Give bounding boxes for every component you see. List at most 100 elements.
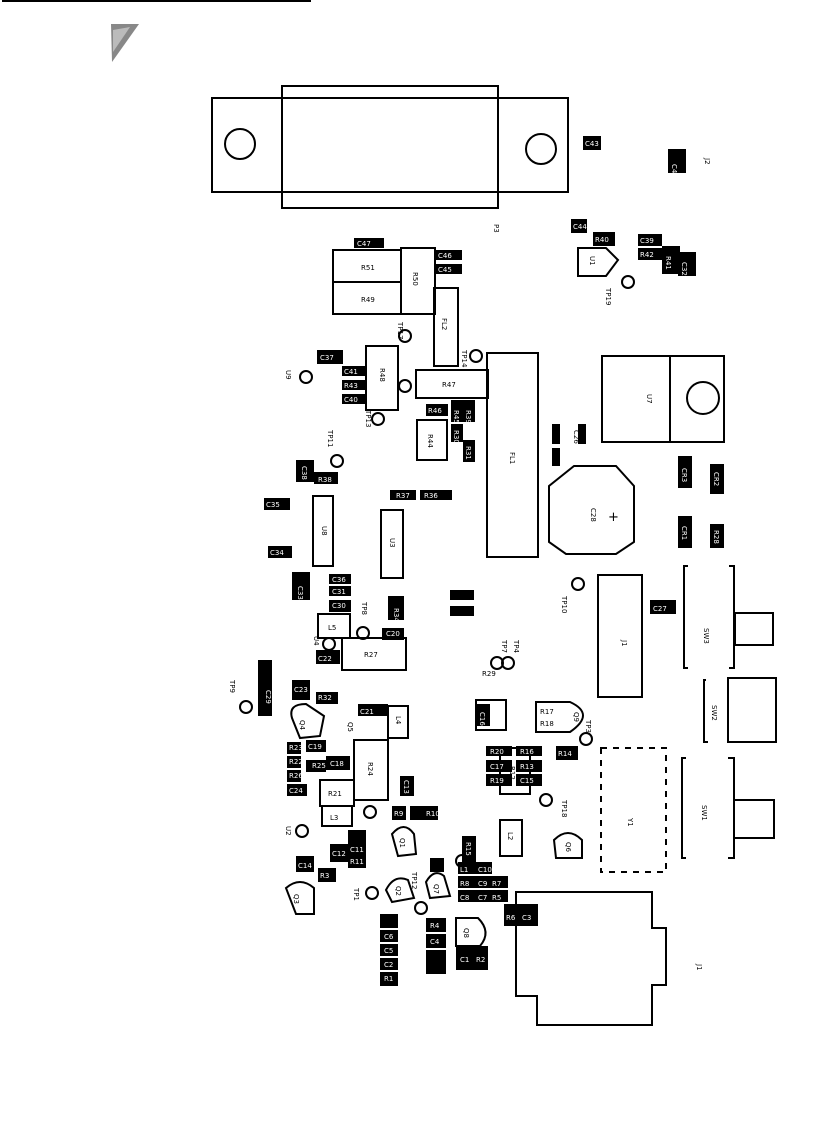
ic-u3 — [380, 509, 404, 579]
label-u2: U2 — [284, 826, 292, 836]
polarity-mark: + — [608, 510, 619, 525]
label-r3: R3 — [320, 872, 329, 880]
label-r44: R44 — [426, 434, 434, 448]
label-r16: R16 — [520, 748, 534, 756]
switch-sw3 — [683, 565, 774, 669]
label-j1: J1 — [695, 963, 703, 971]
test-points — [239, 275, 635, 915]
label-c22: C22 — [318, 655, 332, 663]
resistor-r24 — [353, 739, 389, 801]
label-q3: Q3 — [292, 894, 300, 904]
inductor-l5 — [317, 613, 351, 639]
label-c10: C10 — [478, 866, 492, 874]
label-c28: C28 — [589, 508, 597, 522]
label-r42: R42 — [640, 251, 654, 259]
ic-u7 — [601, 355, 725, 443]
label-c24: C24 — [289, 787, 303, 795]
label-c14: C14 — [298, 862, 312, 870]
label-l2: L2 — [506, 832, 514, 840]
label-u9: U9 — [284, 370, 292, 380]
label-c31: C31 — [332, 588, 346, 596]
label-r20: R20 — [490, 748, 504, 756]
label-c41: C41 — [344, 368, 358, 376]
label-r41: R41 — [664, 256, 672, 270]
label-r37: R37 — [396, 492, 410, 500]
label-r34: R34 — [392, 608, 400, 622]
label-c21: C21 — [360, 708, 374, 716]
label-c34: C34 — [270, 549, 284, 557]
label-c4: C4 — [430, 938, 440, 946]
label-q8: Q8 — [462, 928, 470, 938]
label-c1: C1 — [460, 956, 469, 964]
label-r6: R6 — [506, 914, 516, 922]
resistor-r44 — [416, 419, 448, 461]
ic-u8 — [312, 495, 334, 567]
label-r15: R15 — [464, 842, 472, 856]
transistor-q2 — [384, 877, 416, 904]
label-sw1: SW1 — [700, 805, 708, 821]
label-tp9: TP9 — [228, 679, 236, 693]
transistor-q3 — [284, 881, 315, 915]
label-c38: C38 — [300, 466, 308, 480]
label-c32: C32 — [680, 262, 688, 276]
label-u3: U3 — [388, 538, 396, 548]
label-r30: R30 — [452, 430, 460, 444]
label-sw3: SW3 — [702, 628, 710, 644]
resistor-r27 — [341, 637, 407, 671]
label-l1: L1 — [482, 712, 490, 720]
connector-p3 — [211, 85, 569, 209]
label-tp8: TP8 — [360, 601, 368, 615]
label-r29: R29 — [482, 670, 496, 678]
label-tp14: TP14 — [460, 349, 468, 368]
label-tp1: TP1 — [352, 887, 360, 901]
label-f1: FL1 — [508, 452, 516, 464]
label-r12: R12 — [508, 766, 516, 780]
capacitor-c28 — [548, 465, 635, 555]
resistor-r48 — [365, 345, 399, 411]
label-tp17: TP17 — [396, 321, 404, 339]
label-fl2: FL2 — [440, 318, 448, 330]
label-r13: R13 — [520, 763, 534, 771]
label-r26: R26 — [289, 772, 303, 780]
label-tp11: TP11 — [326, 429, 334, 447]
label-q4: Q4 — [298, 720, 306, 731]
switch-sw2 — [703, 677, 777, 743]
label-r24: R24 — [366, 762, 374, 776]
label-l3: L3 — [330, 814, 338, 822]
label-tp4: TP4 — [512, 639, 520, 653]
label-r48: R48 — [378, 368, 386, 382]
label-tp19: TP19 — [604, 287, 612, 305]
label-p1: J1 — [620, 639, 628, 647]
label-l4: L4 — [394, 716, 402, 725]
label-c40: C40 — [344, 396, 358, 404]
label-c23: C23 — [294, 686, 308, 694]
label-c5: C5 — [384, 947, 393, 955]
label-u7: U7 — [645, 394, 653, 404]
label-r51: R51 — [361, 264, 375, 272]
label-r25: R25 — [312, 762, 326, 770]
inductor-l4 — [387, 705, 409, 739]
label-q1: Q1 — [398, 838, 406, 848]
label-c43: C43 — [585, 140, 599, 148]
label-tp2: TP2 — [466, 835, 474, 849]
label-tp7: TP7 — [500, 639, 508, 653]
label-c26: C26 — [572, 430, 580, 444]
label-c47: C47 — [357, 240, 371, 248]
label-j2: J2 — [703, 157, 711, 165]
label-r38: R38 — [318, 476, 332, 484]
header-rule — [2, 0, 311, 2]
connector-p1 — [597, 574, 643, 698]
label-r11: R11 — [350, 858, 364, 866]
label-r40: R40 — [595, 236, 609, 244]
resistor-r47 — [415, 369, 489, 399]
crystal-y1 — [600, 747, 667, 873]
label-u8: U8 — [320, 526, 328, 536]
label-c42: C42 — [670, 164, 678, 178]
transistor-q4 — [290, 702, 326, 740]
filter-fl2 — [433, 287, 459, 367]
inductor-l3 — [321, 805, 353, 827]
label-tp3: TP3 — [584, 719, 592, 733]
transistor-q10 — [552, 832, 583, 859]
label-cr3: CR3 — [680, 468, 688, 482]
label-c46: C46 — [438, 252, 452, 260]
